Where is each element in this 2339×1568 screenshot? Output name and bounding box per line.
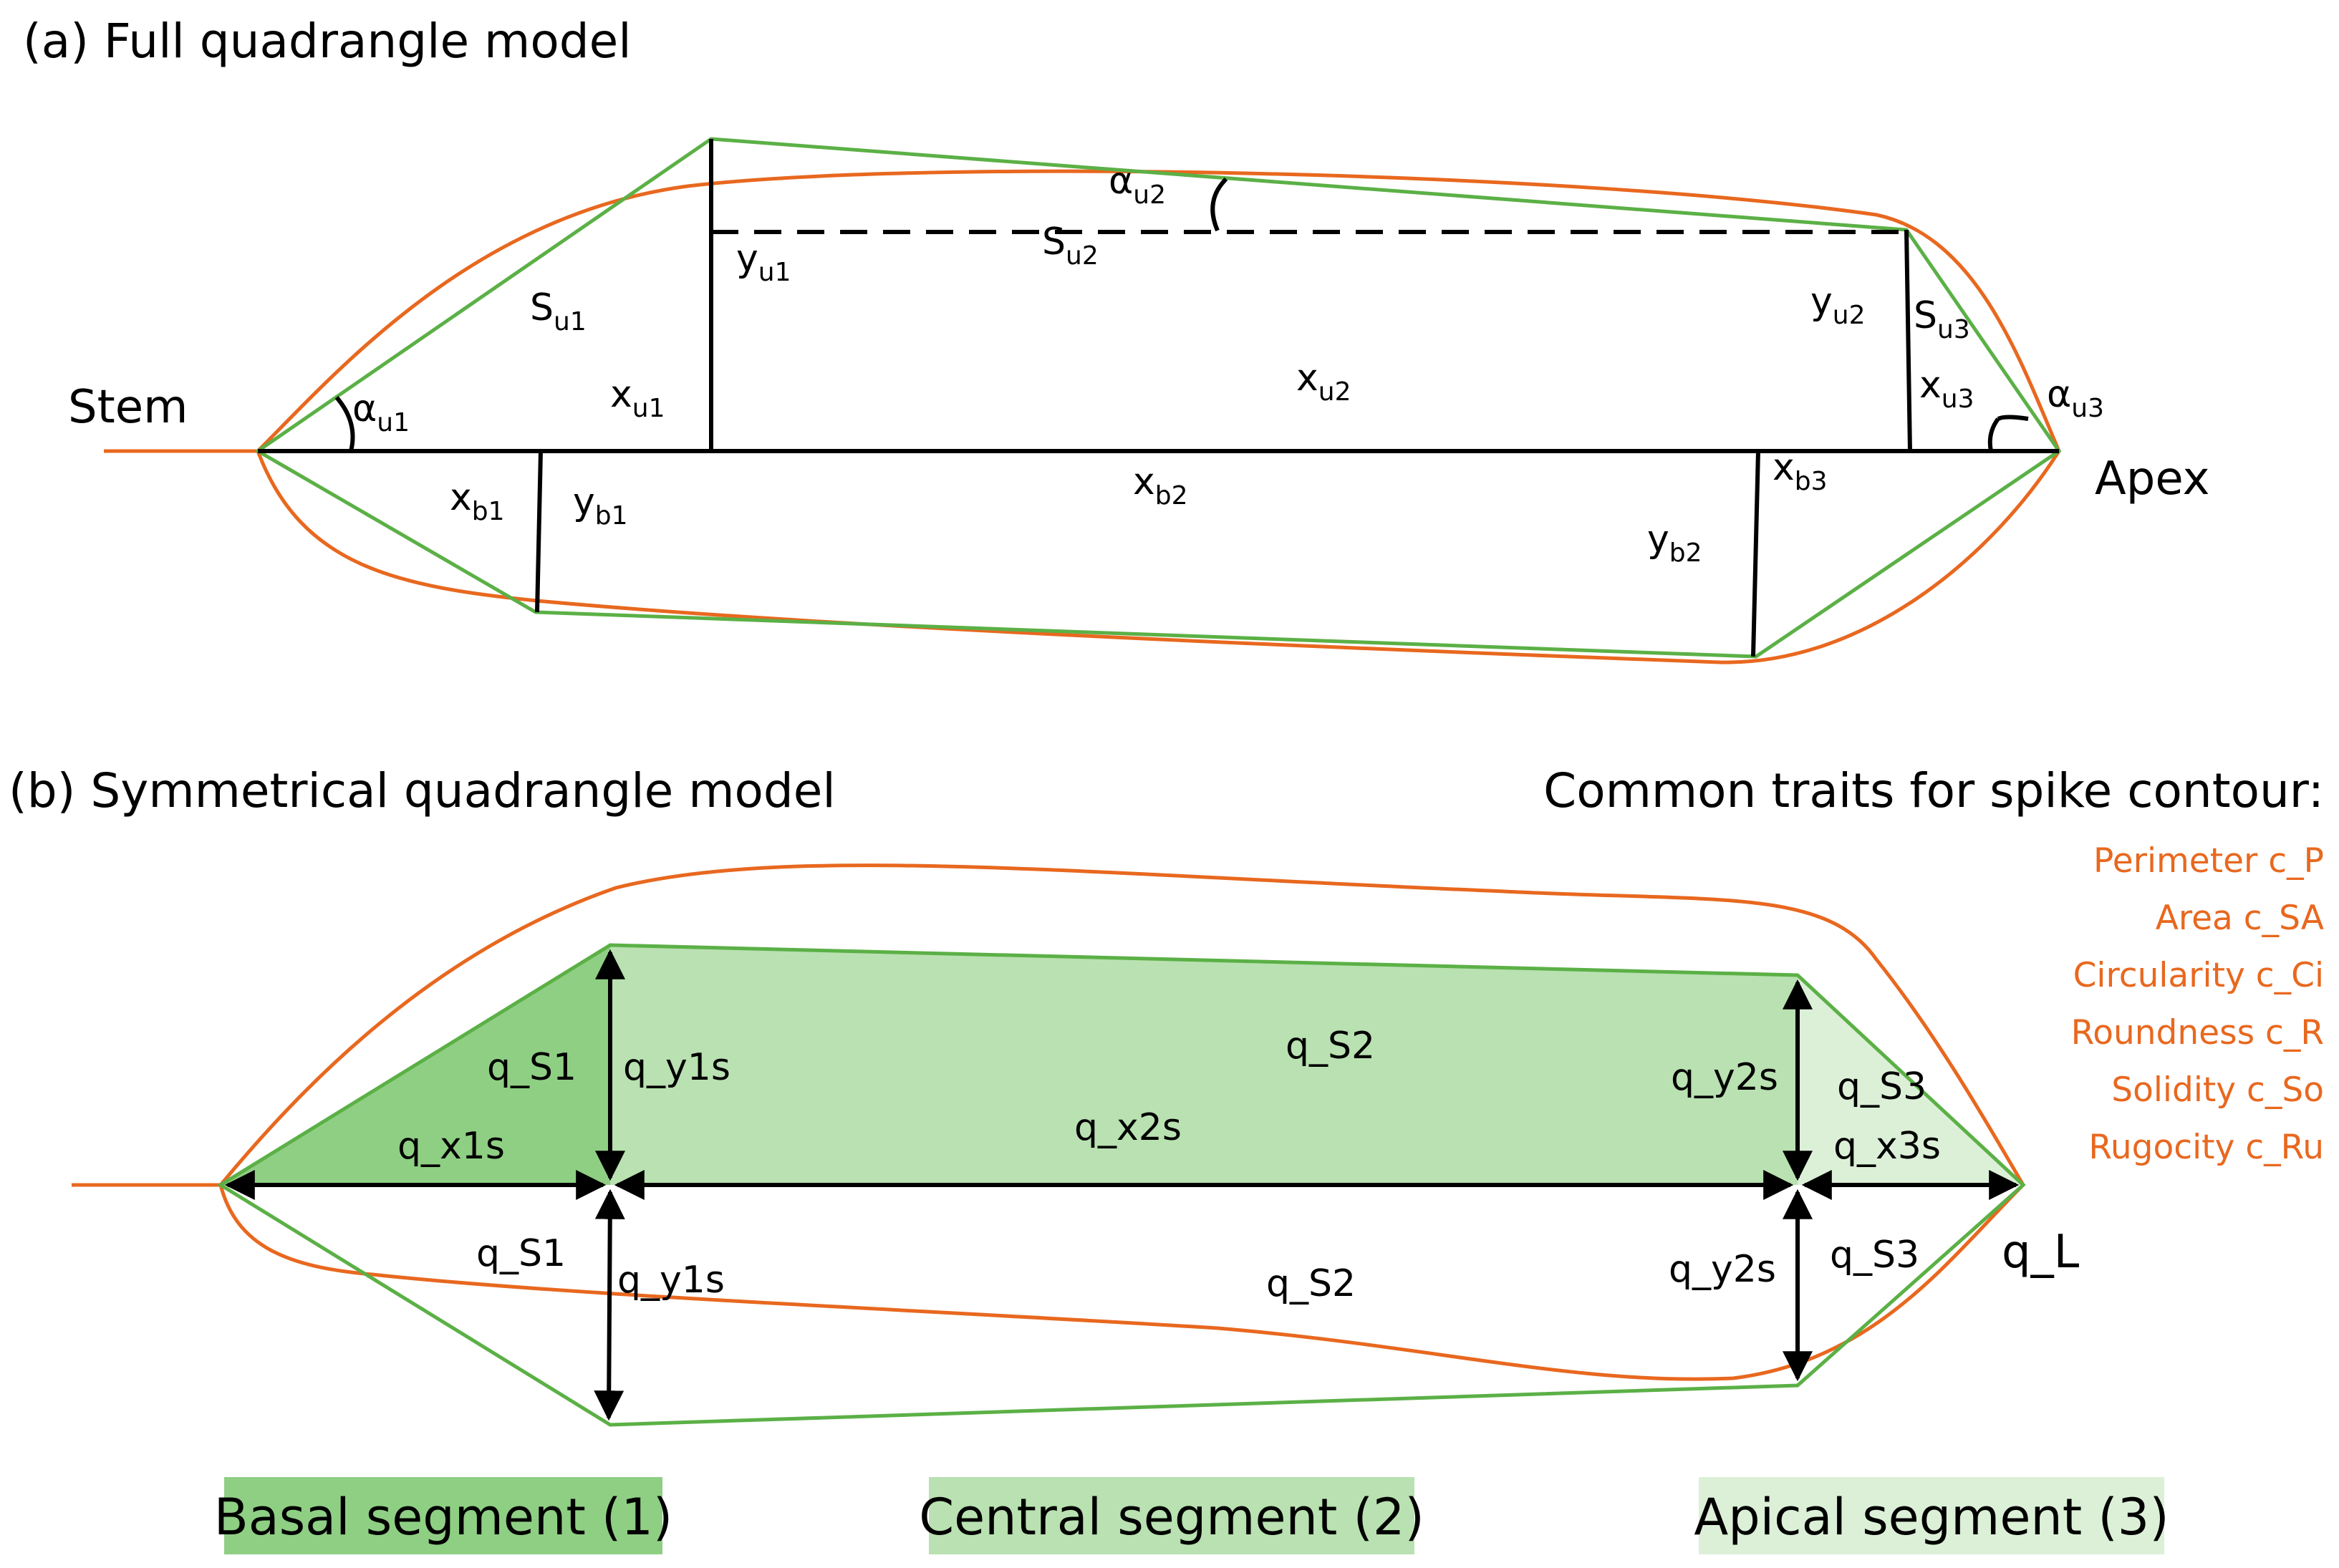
lower-vertical-1	[535, 450, 543, 613]
label-q-y1s-bottom: q_y1s	[617, 1259, 725, 1302]
label-y-b2: yb2	[1647, 518, 1702, 568]
label-q-y2s-bottom: q_y2s	[1669, 1248, 1776, 1291]
angle-arc-u2	[1210, 177, 1228, 232]
label-q-s2-bottom: q_S2	[1266, 1262, 1356, 1305]
label-q-y2s-top: q_y2s	[1671, 1056, 1778, 1099]
label-s-u2: Su2	[1042, 221, 1099, 271]
label-q-x2s: q_x2s	[1074, 1106, 1182, 1149]
spike-contour-full	[256, 169, 2061, 664]
label-q-s1-bottom: q_S1	[476, 1232, 566, 1275]
label-s-u1: Su1	[530, 286, 587, 337]
central-segment-label: Central segment (2)	[919, 1488, 1424, 1547]
trait-perimeter: Perimeter c_P	[2093, 841, 2324, 881]
label-q-x1s: q_x1s	[397, 1125, 505, 1168]
segment-legend: Basal segment (1) Central segment (2) Ap…	[214, 1477, 2169, 1554]
label-alpha-u1: αu1	[352, 387, 410, 437]
trait-rugocity: Rugocity c_Ru	[2088, 1128, 2324, 1167]
trait-circularity: Circularity c_Ci	[2073, 956, 2324, 995]
label-x-b3: xb3	[1773, 446, 1828, 496]
label-q-l: q_L	[2002, 1226, 2080, 1279]
apex-label: Apex	[2095, 453, 2210, 505]
panel-a-title: (a) Full quadrangle model	[23, 14, 632, 69]
label-x-u2: xu2	[1296, 357, 1351, 407]
label-q-s3-bottom: q_S3	[1830, 1234, 1919, 1277]
label-x-b1: xb1	[450, 476, 505, 526]
arrow-y1s-bottom	[594, 1189, 625, 1421]
apical-segment-label: Apical segment (3)	[1694, 1488, 2169, 1547]
traits-list: Common traits for spike contour: Perimet…	[1543, 763, 2324, 1167]
panel-b: (b) Symmetrical quadrangle model q_S1 q_…	[9, 763, 2324, 1554]
basal-segment-box	[224, 1477, 662, 1554]
symmetric-quadrangle	[217, 943, 2026, 1427]
trait-solidity: Solidity c_So	[2111, 1070, 2324, 1110]
label-x-b2: xb2	[1133, 460, 1188, 510]
panel-b-title: (b) Symmetrical quadrangle model	[9, 763, 836, 818]
trait-area: Area c_SA	[2156, 899, 2324, 938]
label-s-u3: Su3	[1914, 294, 1970, 344]
label-x-u1: xu1	[610, 373, 665, 423]
central-segment-fill	[610, 945, 1798, 1185]
label-y-u1: yu1	[736, 237, 791, 287]
angle-arc-u1	[334, 396, 355, 452]
label-alpha-u3: αu3	[2047, 373, 2104, 423]
panel-a: (a) Full quadrangle model Stem Apex αu1 …	[23, 14, 2210, 664]
stem-label: Stem	[68, 381, 188, 434]
label-x-u3: xu3	[1919, 364, 1974, 414]
label-y-b1: yb1	[573, 480, 628, 531]
label-y-u2: yu2	[1810, 280, 1866, 330]
angle-arc-u3	[1987, 415, 2029, 452]
traits-heading: Common traits for spike contour:	[1543, 763, 2324, 818]
trait-roundness: Roundness c_R	[2071, 1013, 2324, 1052]
label-q-s2-top: q_S2	[1286, 1025, 1375, 1068]
spike-contour-symmetric	[218, 863, 2026, 1381]
label-q-y1s-top: q_y1s	[623, 1046, 730, 1089]
apical-segment-box	[1699, 1477, 2164, 1554]
full-quadrangle	[254, 137, 2062, 659]
lower-vertical-2	[1751, 450, 1760, 657]
upper-vertical-2	[1904, 229, 1912, 452]
label-q-x3s: q_x3s	[1833, 1125, 1941, 1168]
label-q-s1-top: q_S1	[487, 1046, 577, 1089]
label-q-s3-top: q_S3	[1837, 1065, 1926, 1108]
basal-segment-label: Basal segment (1)	[214, 1488, 672, 1547]
central-segment-box	[929, 1477, 1414, 1554]
label-alpha-u2: αu2	[1109, 160, 1166, 210]
